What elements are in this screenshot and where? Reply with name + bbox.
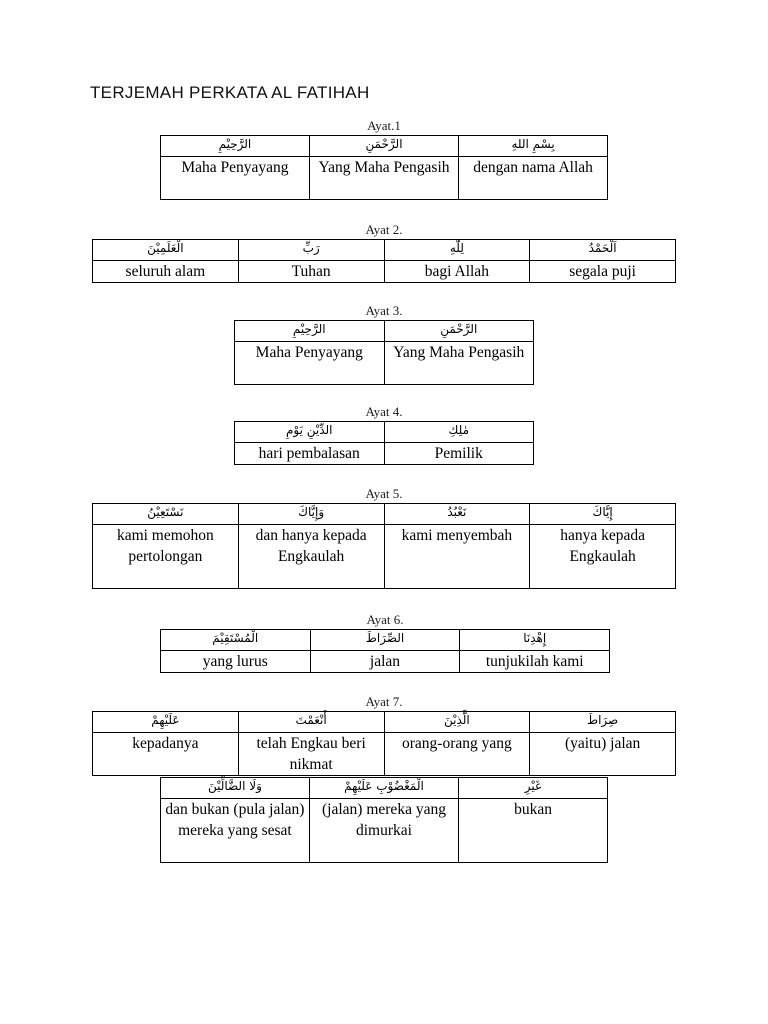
verse-table-4: الدِّيْنِ يَوْمِ مٰلِكِ hari pembalasan …: [234, 421, 534, 465]
table-row-arabic: وَلَا الضَّالِّيْنَ الْمَغْضُوْبِ عَلَيْ…: [160, 777, 608, 799]
verse-table-3: الرَّحِيْمِ الرَّحْمَنِ Maha Penyayang Y…: [234, 320, 534, 385]
translation-cell: hari pembalasan: [234, 442, 385, 465]
translation-cell: bagi Allah: [383, 260, 531, 283]
verse-label-5: Ayat 5.: [365, 486, 403, 501]
table-row-arabic: الْعَلَمِيْنَ رَبِّ لِلّٰهِ اَلْحَمْدُ: [92, 239, 676, 261]
translation-cell: segala puji: [529, 260, 676, 283]
translation-cell: yang lurus: [160, 650, 311, 673]
verse-table-7b: وَلَا الضَّالِّيْنَ الْمَغْضُوْبِ عَلَيْ…: [160, 777, 608, 863]
verse-table-1: الرَّحِيْمِ الرَّحْمَنِ بِسْمِ اللهِ Mah…: [160, 135, 608, 200]
verse-table-5: نَسْتَعِيْنُ وَإِيَّاكَ نَعْبُدُ إِيَّاك…: [92, 503, 676, 589]
arabic-cell: الْمَغْضُوْبِ عَلَيْهِمْ: [308, 777, 460, 799]
arabic-cell: مٰلِكِ: [383, 421, 534, 443]
translation-cell: Pemilik: [383, 442, 534, 465]
translation-cell: seluruh alam: [92, 260, 239, 283]
table-row-translation: hari pembalasan Pemilik: [234, 442, 534, 465]
verse-block-1: Ayat.1 الرَّحِيْمِ الرَّحْمَنِ بِسْمِ ال…: [160, 118, 608, 200]
arabic-cell: نَعْبُدُ: [383, 503, 531, 525]
verse-table-6: الْمُسْتَقِيْمَ الصِّرَاطَ إِهْدِنَا yan…: [160, 629, 610, 673]
table-row-arabic: عَلَيْهِمْ أَنْعَمْتَ الَّذِيْنَ صِرَاطَ: [92, 711, 676, 733]
arabic-cell: الْمُسْتَقِيْمَ: [160, 629, 311, 651]
translation-cell: orang-orang yang: [383, 732, 531, 776]
arabic-cell: إِهْدِنَا: [459, 629, 610, 651]
translation-cell: Yang Maha Pengasih: [383, 341, 534, 385]
translation-cell: bukan: [458, 798, 608, 863]
table-row-arabic: نَسْتَعِيْنُ وَإِيَّاكَ نَعْبُدُ إِيَّاك…: [92, 503, 676, 525]
arabic-cell: الدِّيْنِ يَوْمِ: [234, 421, 385, 443]
translation-cell: (yaitu) jalan: [529, 732, 676, 776]
translation-cell: telah Engkau beri nikmat: [237, 732, 385, 776]
verse-block-7-continued: وَلَا الضَّالِّيْنَ الْمَغْضُوْبِ عَلَيْ…: [160, 777, 608, 863]
translation-cell: Maha Penyayang: [160, 156, 310, 200]
arabic-cell: اَلْحَمْدُ: [529, 239, 676, 261]
translation-cell: kami memohon pertolongan: [92, 524, 239, 589]
arabic-cell: نَسْتَعِيْنُ: [92, 503, 239, 525]
translation-cell: dan hanya kepada Engkaulah: [237, 524, 385, 589]
table-row-arabic: الرَّحِيْمِ الرَّحْمَنِ: [234, 320, 534, 342]
arabic-cell: الْعَلَمِيْنَ: [92, 239, 239, 261]
verse-table-2: الْعَلَمِيْنَ رَبِّ لِلّٰهِ اَلْحَمْدُ s…: [92, 239, 676, 283]
arabic-cell: الصِّرَاطَ: [309, 629, 461, 651]
arabic-cell: غَيْرِ: [458, 777, 608, 799]
arabic-cell: وَلَا الضَّالِّيْنَ: [160, 777, 310, 799]
verse-table-7a: عَلَيْهِمْ أَنْعَمْتَ الَّذِيْنَ صِرَاطَ…: [92, 711, 676, 776]
verse-block-7: Ayat 7. عَلَيْهِمْ أَنْعَمْتَ الَّذِيْنَ…: [92, 694, 676, 776]
translation-cell: dengan nama Allah: [458, 156, 608, 200]
arabic-cell: الرَّحْمَنِ: [308, 135, 460, 157]
arabic-cell: إِيَّاكَ: [529, 503, 676, 525]
arabic-cell: الَّذِيْنَ: [383, 711, 531, 733]
arabic-cell: صِرَاطَ: [529, 711, 676, 733]
arabic-cell: وَإِيَّاكَ: [237, 503, 385, 525]
table-row-translation: Maha Penyayang Yang Maha Pengasih dengan…: [160, 156, 608, 200]
translation-cell: jalan: [309, 650, 461, 673]
arabic-cell: رَبِّ: [237, 239, 385, 261]
table-row-arabic: الرَّحِيْمِ الرَّحْمَنِ بِسْمِ اللهِ: [160, 135, 608, 157]
arabic-cell: لِلّٰهِ: [383, 239, 531, 261]
table-row-arabic: الْمُسْتَقِيْمَ الصِّرَاطَ إِهْدِنَا: [160, 629, 610, 651]
verse-block-5: Ayat 5. نَسْتَعِيْنُ وَإِيَّاكَ نَعْبُدُ…: [92, 486, 676, 589]
verse-label-1: Ayat.1: [367, 118, 401, 133]
arabic-cell: أَنْعَمْتَ: [237, 711, 385, 733]
translation-cell: kepadanya: [92, 732, 239, 776]
table-row-arabic: الدِّيْنِ يَوْمِ مٰلِكِ: [234, 421, 534, 443]
arabic-cell: الرَّحِيْمِ: [234, 320, 385, 342]
table-row-translation: yang lurus jalan tunjukilah kami: [160, 650, 610, 673]
verse-block-3: Ayat 3. الرَّحِيْمِ الرَّحْمَنِ Maha Pen…: [234, 303, 534, 385]
verse-label-6: Ayat 6.: [366, 612, 404, 627]
table-row-translation: Maha Penyayang Yang Maha Pengasih: [234, 341, 534, 385]
verse-block-2: Ayat 2. الْعَلَمِيْنَ رَبِّ لِلّٰهِ اَلْ…: [92, 222, 676, 283]
arabic-cell: الرَّحِيْمِ: [160, 135, 310, 157]
verse-block-4: Ayat 4. الدِّيْنِ يَوْمِ مٰلِكِ hari pem…: [234, 404, 534, 465]
verse-label-4: Ayat 4.: [365, 404, 403, 419]
verse-label-2: Ayat 2.: [365, 222, 403, 237]
translation-cell: tunjukilah kami: [459, 650, 610, 673]
translation-cell: Tuhan: [237, 260, 385, 283]
translation-cell: hanya kepada Engkaulah: [529, 524, 676, 589]
verse-label-3: Ayat 3.: [365, 303, 403, 318]
verse-label-7: Ayat 7.: [365, 694, 403, 709]
page-title: TERJEMAH PERKATA AL FATIHAH: [90, 83, 370, 102]
arabic-cell: الرَّحْمَنِ: [383, 320, 534, 342]
translation-cell: Maha Penyayang: [234, 341, 385, 385]
translation-cell: dan bukan (pula jalan) mereka yang sesat: [160, 798, 310, 863]
table-row-translation: kepadanya telah Engkau beri nikmat orang…: [92, 732, 676, 776]
translation-cell: Yang Maha Pengasih: [308, 156, 460, 200]
table-row-translation: kami memohon pertolongan dan hanya kepad…: [92, 524, 676, 589]
arabic-cell: بِسْمِ اللهِ: [458, 135, 608, 157]
table-row-translation: seluruh alam Tuhan bagi Allah segala puj…: [92, 260, 676, 283]
verse-block-6: Ayat 6. الْمُسْتَقِيْمَ الصِّرَاطَ إِهْد…: [160, 612, 610, 673]
arabic-cell: عَلَيْهِمْ: [92, 711, 239, 733]
translation-cell: (jalan) mereka yang dimurkai: [308, 798, 460, 863]
translation-cell: kami menyembah: [383, 524, 531, 589]
table-row-translation: dan bukan (pula jalan) mereka yang sesat…: [160, 798, 608, 863]
